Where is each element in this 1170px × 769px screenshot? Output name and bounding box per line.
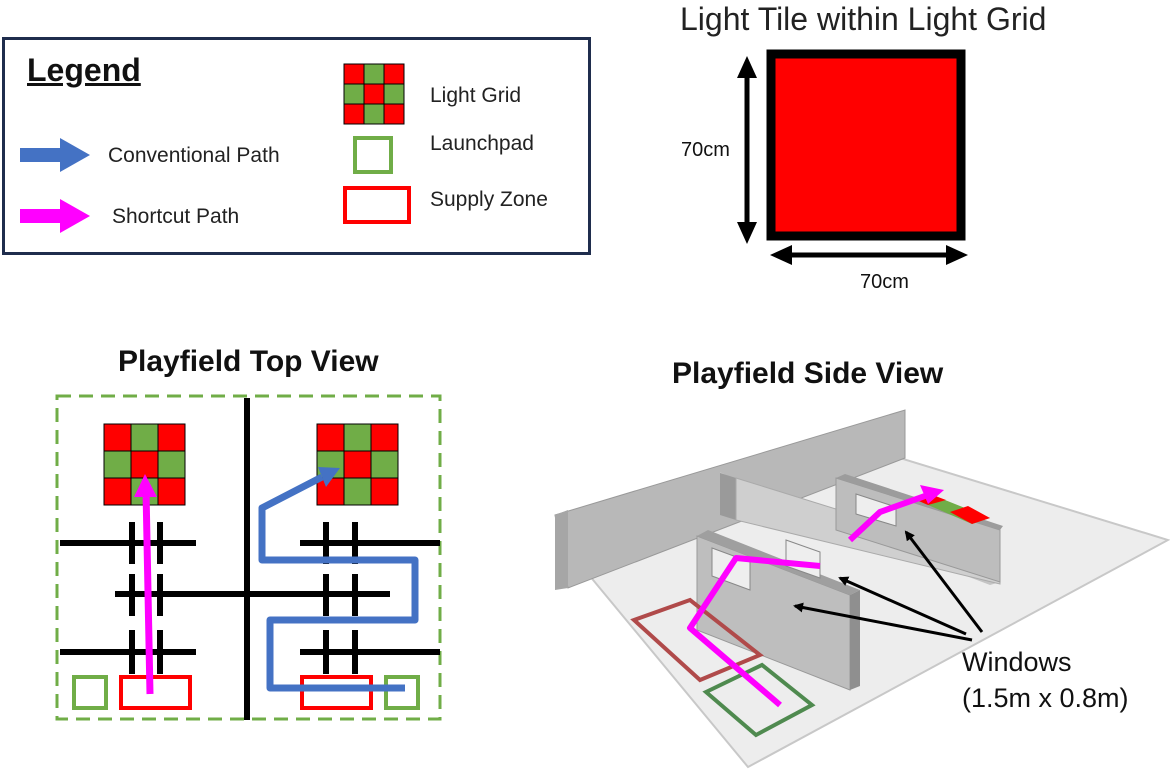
light-grid-tile (157, 450, 186, 479)
light-grid-tile (130, 423, 159, 452)
top-view-light-grid-right (316, 423, 399, 506)
light-grid-tile (316, 477, 345, 506)
side-view-illustration (554, 409, 1170, 769)
width-dimension-arrow (770, 245, 968, 265)
light-tile (766, 49, 966, 241)
legend-title: Legend (27, 52, 141, 88)
top-view-title: Playfield Top View (118, 345, 379, 378)
top-view-launchpad-left (72, 675, 108, 710)
light-grid-tile (316, 423, 345, 452)
light-grid-tile (370, 423, 399, 452)
top-view-launchpad-right (384, 675, 420, 710)
conventional-path-arrow-icon (20, 138, 90, 172)
height-dimension-arrow (737, 56, 757, 244)
light-grid-tile (343, 477, 372, 506)
light-tile-width-label: 70cm (860, 271, 909, 293)
legend-label-supply-zone: Supply Zone (430, 188, 548, 211)
light-grid-tile (343, 423, 372, 452)
light-grid-tile (343, 83, 365, 105)
shortcut-path-arrow-icon (20, 199, 90, 233)
light-grid-tile (370, 477, 399, 506)
light-grid-tile (103, 450, 132, 479)
windows-label-line2: (1.5m x 0.8m) (962, 683, 1129, 713)
light-tile-title: Light Tile within Light Grid (680, 1, 1047, 37)
light-tile-height-label: 70cm (681, 139, 730, 161)
light-grid-tile (343, 63, 365, 85)
windows-label: Windows (1.5m x 0.8m) (962, 644, 1129, 716)
light-grid-tile (343, 103, 365, 125)
windows-label-line1: Windows (962, 647, 1072, 677)
top-view-shortcut-path (134, 474, 157, 695)
legend-box (2, 37, 591, 255)
light-grid-tile (370, 450, 399, 479)
legend-label-shortcut-path: Shortcut Path (112, 205, 240, 228)
launchpad-icon (353, 136, 393, 174)
light-grid-tile (383, 63, 405, 85)
light-grid-tile (363, 103, 385, 125)
legend-label-light-grid: Light Grid (430, 84, 522, 107)
supply-zone-icon (343, 186, 411, 224)
legend-label-launchpad: Launchpad (430, 132, 534, 155)
light-grid-tile (157, 477, 186, 506)
top-view-supply-zone-right (300, 675, 373, 710)
top-view-conventional-path (258, 467, 419, 692)
light-grid-tile (130, 450, 159, 479)
legend-label-conventional-path: Conventional Path (108, 144, 280, 167)
light-grid-tile (383, 103, 405, 125)
light-grid-icon (343, 63, 405, 125)
light-grid-tile (343, 450, 372, 479)
light-grid-tile (103, 477, 132, 506)
light-grid-tile (383, 83, 405, 105)
light-grid-tile (363, 63, 385, 85)
barriers (60, 522, 440, 674)
light-grid-tile (363, 83, 385, 105)
light-grid-tile (103, 423, 132, 452)
top-view-supply-zone-left (119, 675, 192, 710)
light-grid-tile (157, 423, 186, 452)
side-view-title: Playfield Side View (672, 357, 944, 390)
